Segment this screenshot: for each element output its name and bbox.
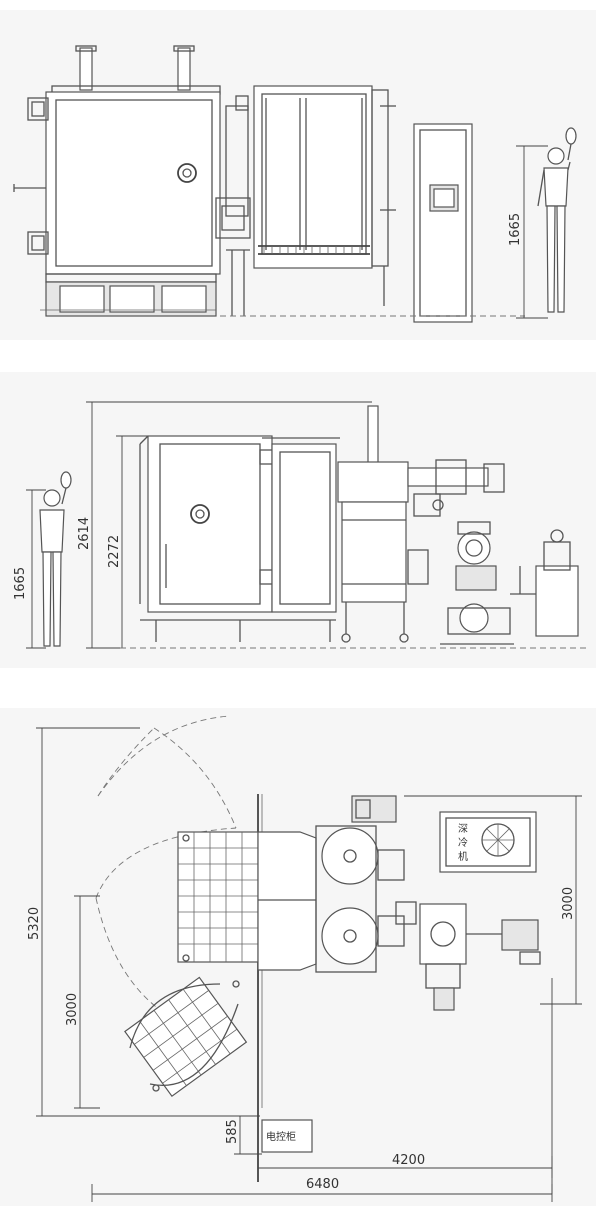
grid-chamber (177, 831, 259, 963)
right-depth-label: 3000 (561, 887, 576, 920)
control-cabinet-label: 电控柜 (266, 1130, 296, 1143)
chamber-height-label: 2272 (107, 535, 122, 568)
front-view-panel: 1665 (0, 10, 596, 340)
cabinet-offset-label: 585 (225, 1119, 240, 1144)
side-view-drawing: 1665 2614 2272 (13, 401, 590, 649)
diffusion-pump-1 (321, 827, 379, 885)
side-human-height-label: 1665 (13, 567, 28, 600)
total-width-label: 6480 (306, 1177, 339, 1192)
chiller-label: 深冷机 (458, 823, 468, 863)
side-view-panel: 1665 2614 2272 (0, 372, 596, 668)
top-view-panel: 5320 3000 585 电控柜 4200 6480 3000 (0, 708, 596, 1206)
front-view-drawing: 1665 (13, 45, 577, 323)
diffusion-pump-2 (321, 907, 379, 965)
svg-text:深冷机: 深冷机 (458, 823, 468, 863)
total-depth-label: 5320 (27, 907, 42, 940)
lower-depth-label: 3000 (65, 993, 80, 1026)
open-door-grid (124, 976, 248, 1098)
chamber-body (45, 91, 221, 275)
inner-width-label: 4200 (392, 1153, 425, 1168)
pump-motor (501, 919, 539, 951)
side-viewport-icon (190, 504, 210, 524)
control-cabinet-box (261, 1119, 313, 1153)
door-frame (253, 85, 373, 269)
top-view-drawing: 5320 3000 585 电控柜 4200 6480 3000 (27, 715, 582, 1202)
side-chamber (147, 435, 273, 613)
viewport-icon (177, 163, 197, 183)
chiller-box (439, 811, 537, 873)
control-cabinet (413, 123, 473, 323)
front-human-height-label: 1665 (508, 213, 523, 246)
human-figure-front (537, 127, 577, 313)
overall-height-label: 2614 (77, 517, 92, 550)
human-figure-side (39, 471, 72, 647)
roots-pump (419, 903, 467, 965)
